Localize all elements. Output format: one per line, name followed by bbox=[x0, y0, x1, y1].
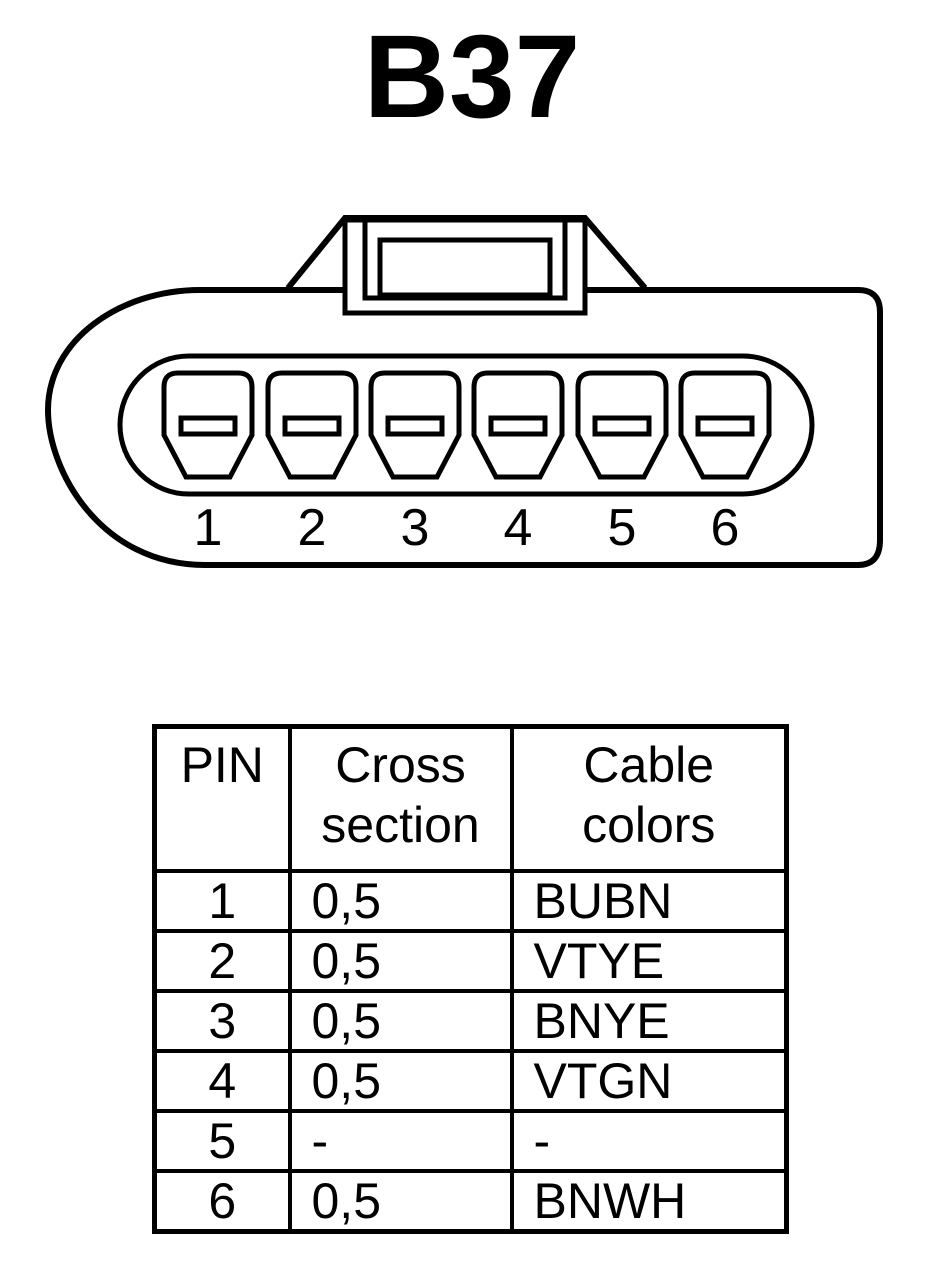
cable-color-cell: BNYE bbox=[509, 989, 789, 1053]
pin-4 bbox=[471, 370, 565, 480]
pin-number-label: 4 bbox=[504, 499, 533, 557]
cable-color-cell: VTGN bbox=[509, 1049, 789, 1113]
pin-slot bbox=[385, 415, 445, 437]
cable-color-cell: VTYE bbox=[509, 929, 789, 993]
pin-2 bbox=[265, 370, 359, 480]
pin-cell: 2 bbox=[152, 929, 292, 993]
pin-1 bbox=[161, 370, 255, 480]
pin-3 bbox=[368, 370, 462, 480]
cross-section-cell: - bbox=[287, 1109, 514, 1173]
cable-color-cell: - bbox=[509, 1109, 789, 1173]
pin-slot bbox=[488, 415, 548, 437]
pin-cell: 1 bbox=[152, 869, 292, 933]
pin-group bbox=[161, 370, 772, 480]
pin-number-label: 3 bbox=[401, 499, 430, 557]
pin-slot bbox=[178, 415, 238, 437]
pin-number-label: 6 bbox=[711, 499, 740, 557]
pin-cell: 4 bbox=[152, 1049, 292, 1113]
pin-number-label: 1 bbox=[194, 499, 223, 557]
pin-cell: 5 bbox=[152, 1109, 292, 1173]
header-text: colors bbox=[582, 797, 716, 853]
header-text: PIN bbox=[180, 737, 264, 793]
header-text: Cross bbox=[335, 737, 466, 793]
pin-number-group: 1 2 3 4 5 6 bbox=[194, 499, 740, 557]
pin-cell: 3 bbox=[152, 989, 292, 1053]
pin-number-label: 5 bbox=[608, 499, 637, 557]
cross-section-cell: 0,5 bbox=[287, 869, 514, 933]
cable-color-cell: BUBN bbox=[509, 869, 789, 933]
connector-title: B37 bbox=[363, 11, 581, 143]
pin-number-label: 2 bbox=[298, 499, 327, 557]
cross-section-cell: 0,5 bbox=[287, 989, 514, 1053]
pin-6 bbox=[678, 370, 772, 480]
header-pin: PIN bbox=[152, 724, 292, 873]
cross-section-cell: 0,5 bbox=[287, 1049, 514, 1113]
pin-5 bbox=[575, 370, 669, 480]
pin-cell: 6 bbox=[152, 1169, 292, 1234]
header-text: Cable bbox=[583, 737, 715, 793]
header-text: section bbox=[321, 797, 480, 853]
connector-diagram: 1 2 3 4 5 6 bbox=[44, 215, 883, 568]
pin-slot bbox=[282, 415, 342, 437]
cable-color-cell: BNWH bbox=[509, 1169, 789, 1234]
cross-section-cell: 0,5 bbox=[287, 1169, 514, 1234]
pin-slot bbox=[592, 415, 652, 437]
pin-slot bbox=[695, 415, 755, 437]
cross-section-cell: 0,5 bbox=[287, 929, 514, 993]
table-row: 5-- bbox=[152, 1109, 789, 1173]
latch-tab-window bbox=[377, 237, 553, 298]
